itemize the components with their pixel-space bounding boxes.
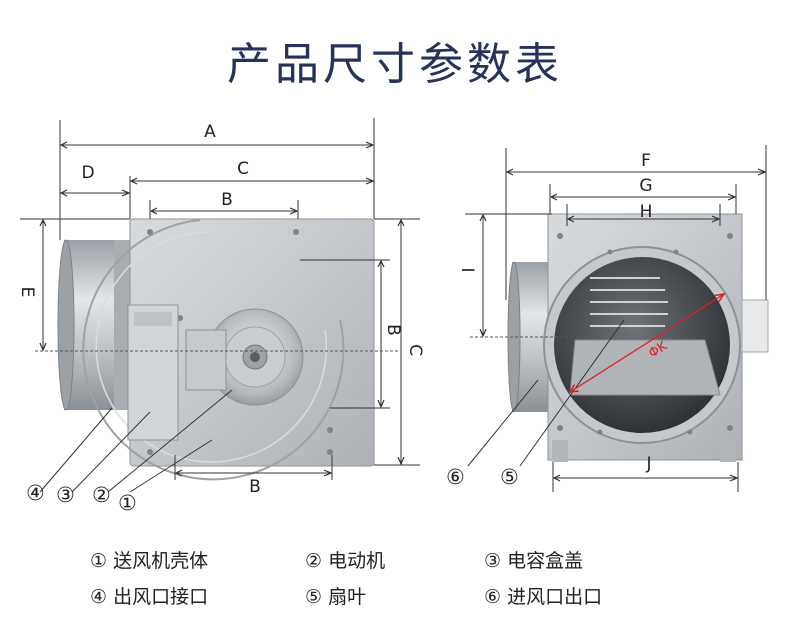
legend-number: ⑤ (305, 586, 323, 608)
legend-item-motor: ② 电动机 (305, 546, 385, 573)
dim-j-label: J (645, 454, 651, 474)
legend-item-inlet: ⑥ 进风口出口 (484, 582, 602, 609)
legend-text: 电容盒盖 (507, 550, 584, 572)
dim-d-label: D (81, 163, 94, 183)
legend-item-capacitor-cover: ③ 电容盒盖 (484, 546, 583, 573)
motor (206, 308, 304, 406)
dim-f-label: F (641, 151, 651, 171)
dim-g-label: G (639, 176, 652, 196)
dim-i-label: I (457, 267, 477, 272)
right-fan-front-view (507, 213, 769, 462)
legend-number: ② (305, 550, 323, 572)
dim-c-top-label: C (237, 159, 249, 179)
legend-text: 电动机 (328, 550, 386, 572)
legend-number: ④ (90, 586, 108, 608)
dim-a-label: A (204, 122, 216, 142)
right-dimension-lines (465, 145, 767, 492)
legend-item-housing: ① 送风机壳体 (90, 546, 208, 573)
legend-text: 进风口出口 (507, 586, 603, 608)
legend-item-impeller: ⑤ 扇叶 (305, 582, 366, 609)
legend-number: ③ (484, 550, 502, 572)
left-fan-side-view (57, 218, 375, 481)
legend-number: ⑥ (484, 586, 502, 608)
dim-b-right-label: B (383, 324, 403, 336)
dim-h-label: H (640, 202, 653, 222)
legend-number: ① (90, 550, 108, 572)
page-title: 产品尺寸参数表 (227, 39, 563, 90)
legend-text: 扇叶 (328, 586, 367, 608)
callout-1: ① (118, 491, 137, 515)
dim-c-right-label: C (405, 344, 425, 356)
legend-item-outlet: ④ 出风口接口 (90, 582, 208, 609)
callout-4: ④ (26, 481, 45, 505)
callout-6: ⑥ (446, 465, 465, 489)
callout-3: ③ (56, 483, 75, 507)
outlet-pipe (57, 239, 136, 411)
dim-b-top-label: B (221, 190, 233, 210)
legend-text: 送风机壳体 (113, 550, 209, 572)
legend-text: 出风口接口 (113, 586, 209, 608)
callout-5: ⑤ (500, 465, 519, 489)
dim-e-label: E (17, 287, 37, 298)
callout-2: ② (92, 483, 111, 507)
left-dimension-lines (20, 118, 420, 493)
dim-b-bottom-label: B (249, 477, 261, 497)
capacitor-box (127, 304, 227, 441)
